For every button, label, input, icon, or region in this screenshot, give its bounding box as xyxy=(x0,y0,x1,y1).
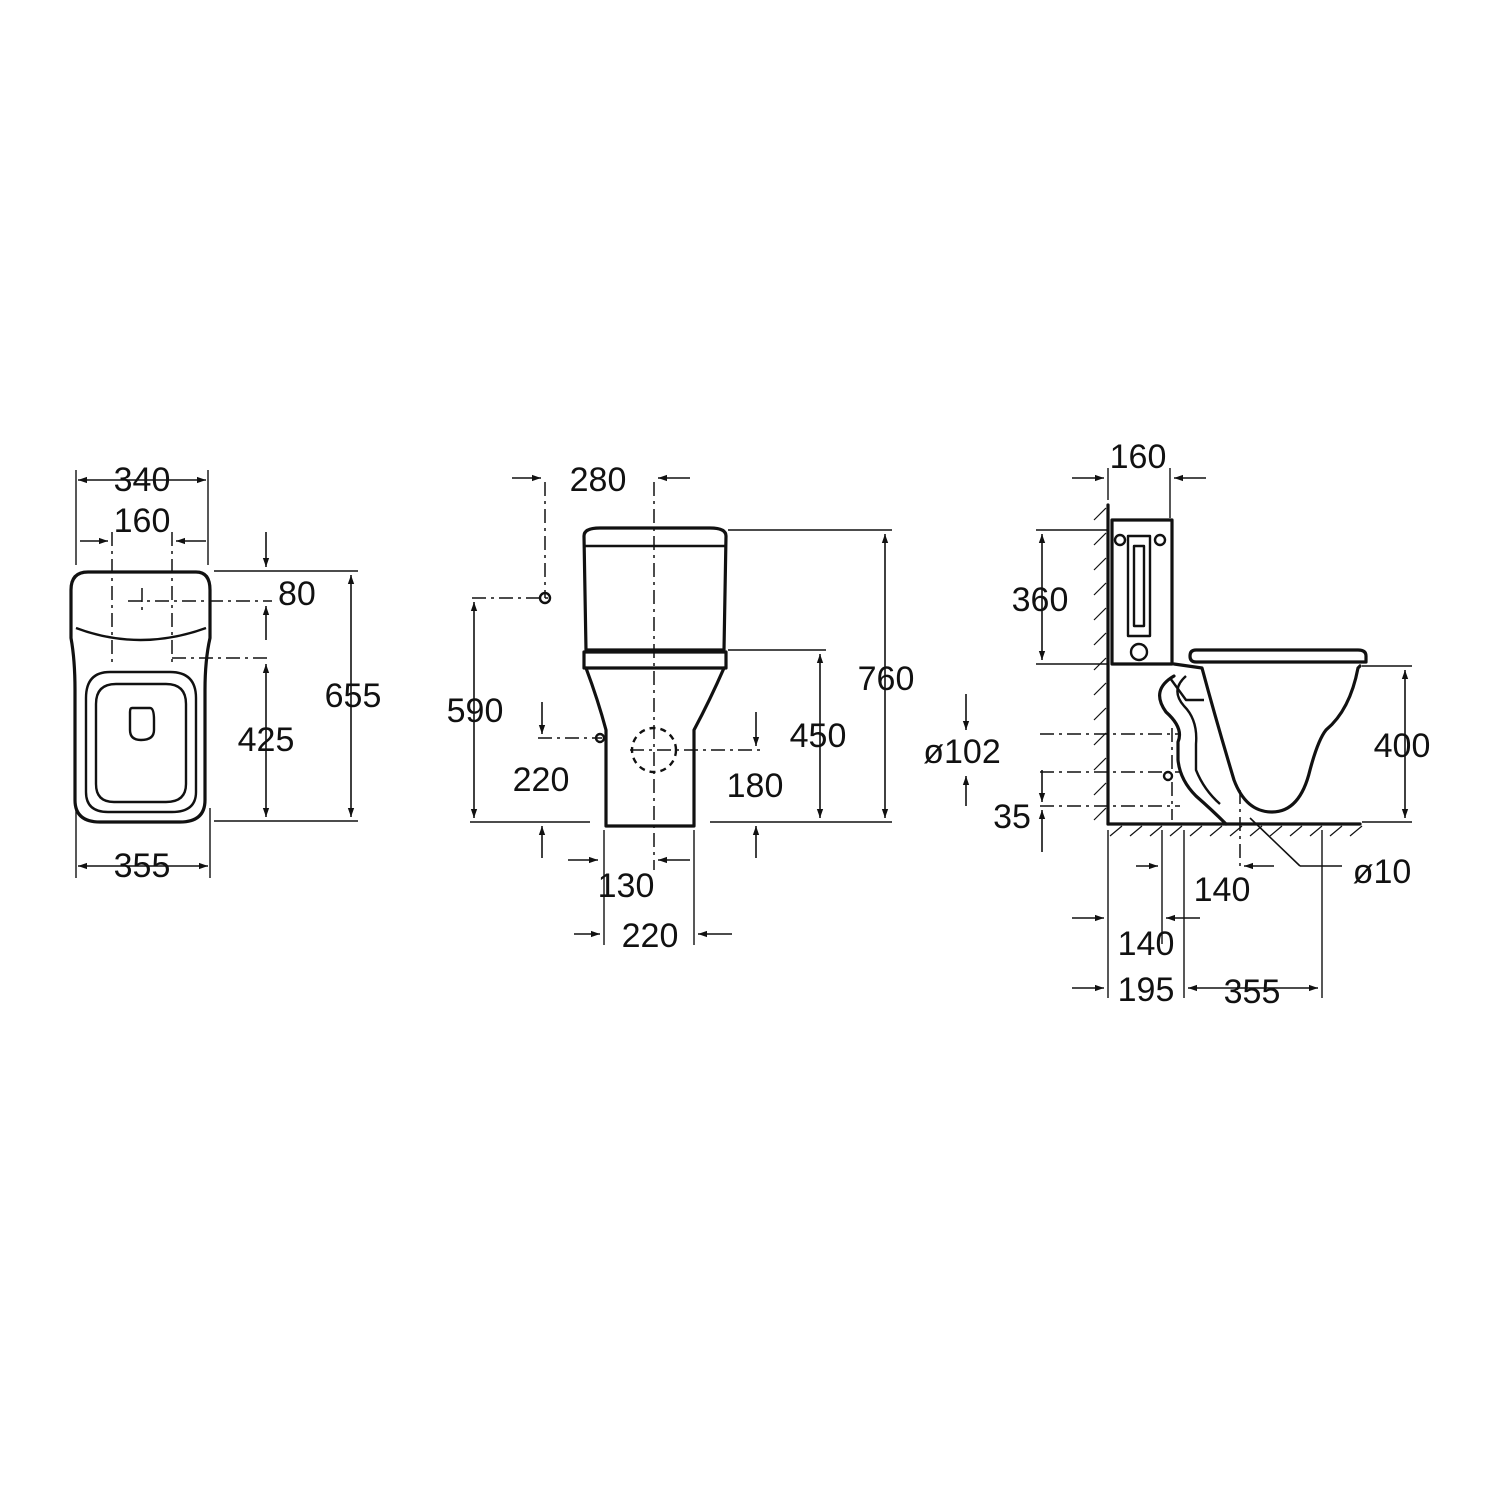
label-160-top: 160 xyxy=(114,502,171,540)
label-140-upper: 140 xyxy=(1194,871,1251,909)
label-35: 35 xyxy=(993,798,1031,836)
label-220-left: 220 xyxy=(513,761,570,799)
front-view: 280 590 760 450 220 180 130 220 xyxy=(447,461,915,955)
seat-inner xyxy=(94,682,188,804)
label-160-side: 160 xyxy=(1110,438,1167,476)
cistern-outline xyxy=(582,526,728,652)
seat-band xyxy=(582,650,728,670)
wall-hatch xyxy=(1093,507,1107,821)
seat-hole xyxy=(128,706,156,742)
side-view: 160 360 400 ø102 35 ø10 140 140 195 355 xyxy=(923,438,1430,1011)
label-355-top: 355 xyxy=(114,847,171,885)
label-760: 760 xyxy=(858,660,915,698)
label-195: 195 xyxy=(1118,971,1175,1009)
label-655: 655 xyxy=(325,677,382,715)
label-d102: ø102 xyxy=(923,733,1001,771)
top-outline xyxy=(69,570,212,824)
side-cistern xyxy=(1110,518,1174,666)
label-140-lower: 140 xyxy=(1118,925,1175,963)
label-355-side: 355 xyxy=(1224,973,1281,1011)
label-280: 280 xyxy=(570,461,627,499)
label-450: 450 xyxy=(790,717,847,755)
tank-divider xyxy=(75,626,207,642)
top-view: 340 160 80 425 655 355 xyxy=(69,461,382,885)
label-80: 80 xyxy=(278,575,316,613)
label-130: 130 xyxy=(598,867,655,905)
seat-outline xyxy=(84,670,198,814)
label-d10: ø10 xyxy=(1353,853,1412,891)
label-590: 590 xyxy=(447,692,504,730)
side-bowl xyxy=(1172,662,1362,814)
side-trap xyxy=(1158,674,1228,826)
side-seat xyxy=(1188,648,1368,664)
label-400: 400 xyxy=(1374,727,1431,765)
label-360: 360 xyxy=(1012,581,1069,619)
flush-mechanism xyxy=(1113,533,1167,662)
label-425: 425 xyxy=(238,721,295,759)
pedestal-outline xyxy=(584,666,726,828)
label-220-bottom: 220 xyxy=(622,917,679,955)
label-340: 340 xyxy=(114,461,171,499)
label-180: 180 xyxy=(727,767,784,805)
floor-hatch xyxy=(1109,825,1363,837)
